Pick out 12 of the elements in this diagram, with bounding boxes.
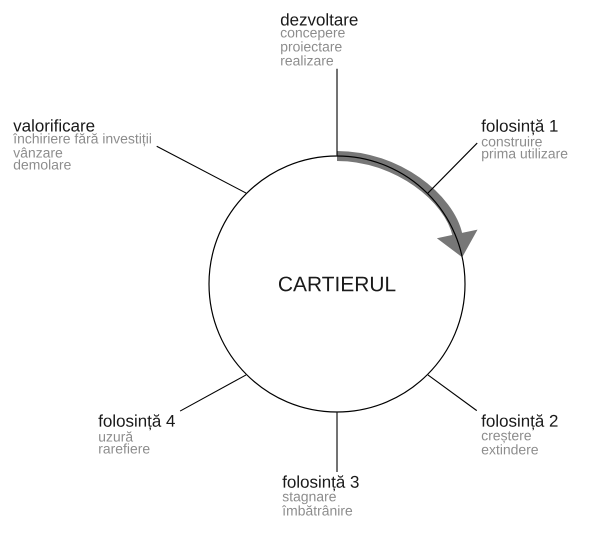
stage-label: folosință 4 uzură rarefiere xyxy=(98,414,175,454)
spoke-line xyxy=(336,412,338,472)
spoke-line xyxy=(180,374,246,412)
stage-label: folosință 2 creștere extindere xyxy=(481,414,558,454)
stage-label: folosință 1 construire prima utilizare xyxy=(481,119,568,162)
spoke-line xyxy=(156,146,246,194)
stage-label: dezvoltare concepere proiectare realizare xyxy=(280,13,358,66)
stage-label: valorificare închiriere fără investiții vânzare demolare xyxy=(12,119,151,170)
stage-label: folosință 3 stagnare îmbătrânire xyxy=(282,475,359,516)
spoke-line xyxy=(428,374,478,412)
spoke-line xyxy=(336,68,338,156)
spoke-line xyxy=(428,142,478,194)
